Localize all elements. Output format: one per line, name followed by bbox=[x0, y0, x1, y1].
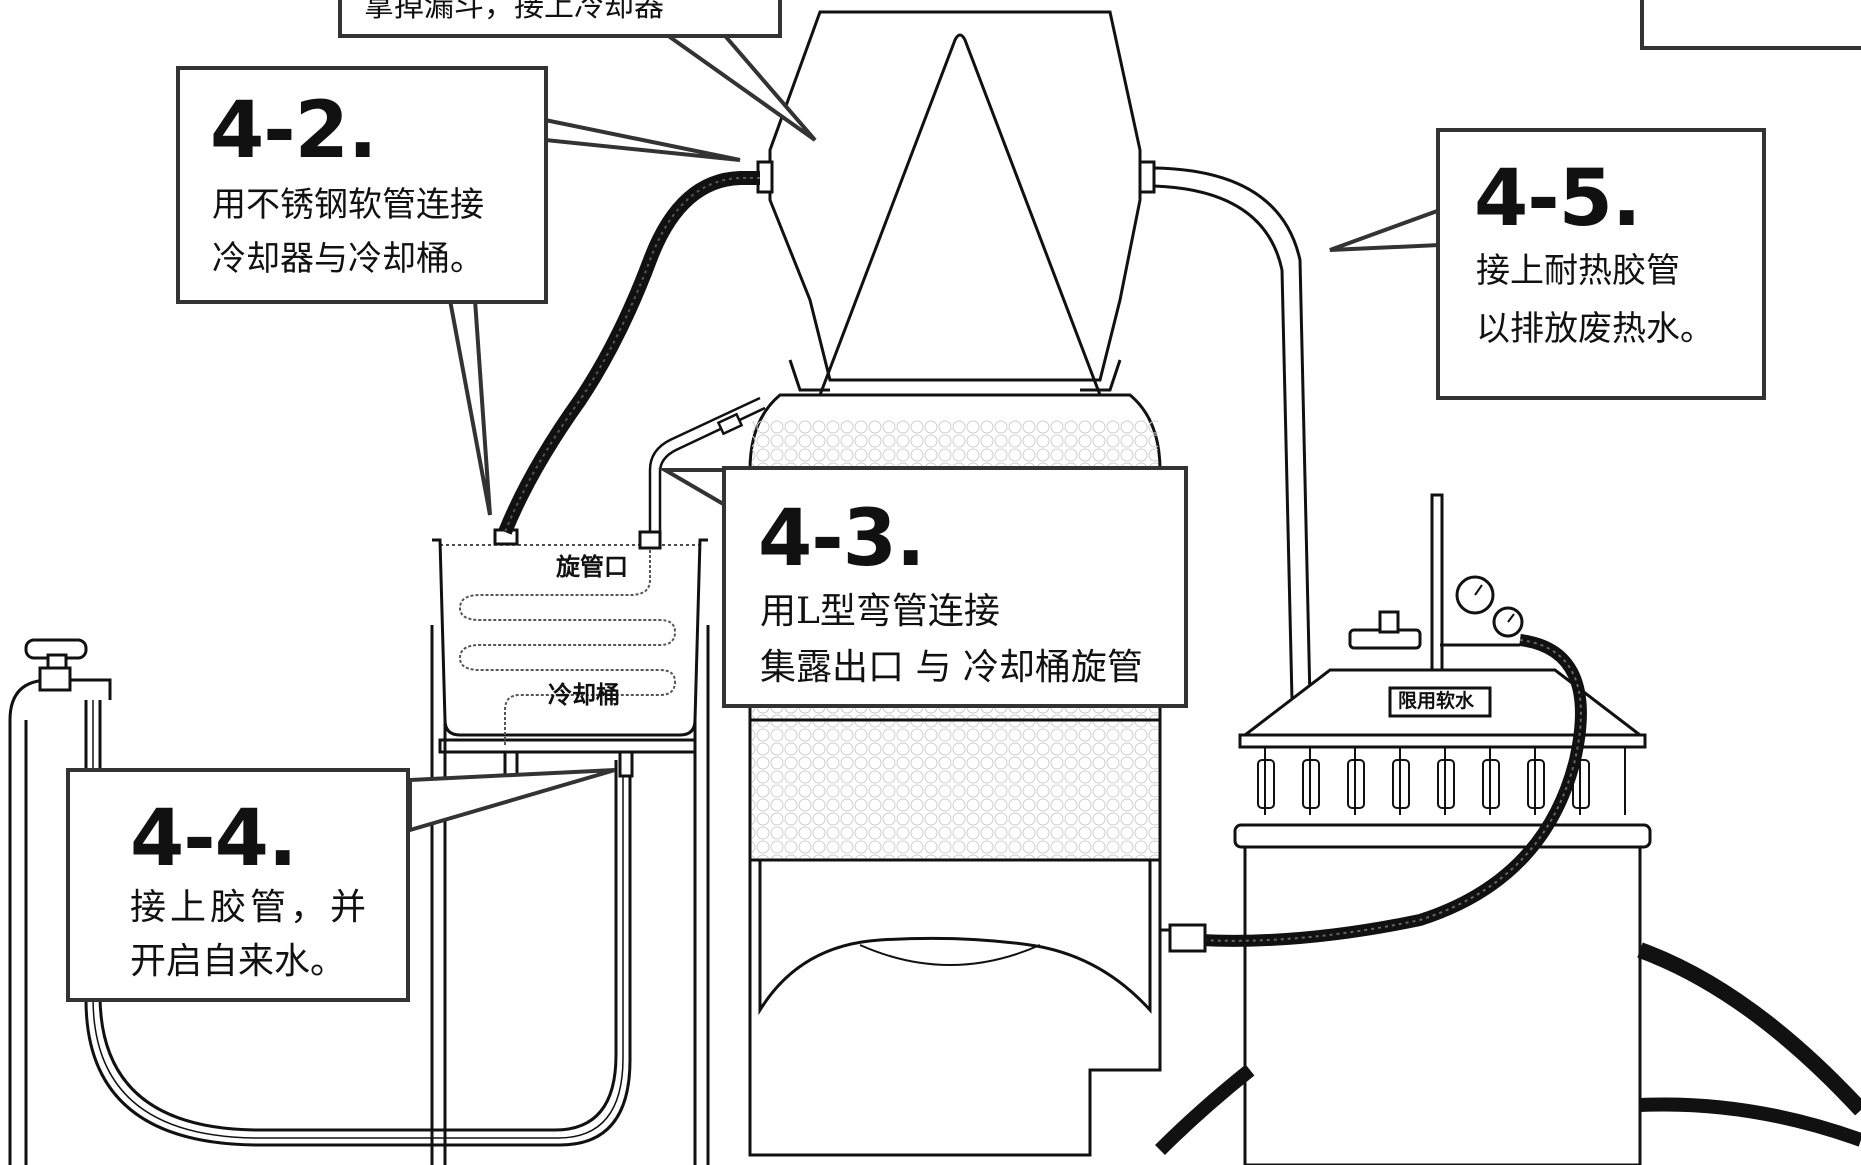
callout-step-4-1: 拿掉漏斗，接上冷却器 bbox=[338, 0, 782, 38]
step-4-4-text-line-1: 接上胶管，并 bbox=[130, 887, 371, 928]
cooling-bucket bbox=[432, 528, 708, 745]
callout-pointers bbox=[408, 28, 1442, 833]
step-4-2-text-line-2: 冷却器与冷却桶。 bbox=[212, 239, 484, 279]
step-4-3-text-line-1: 用L型弯管连接 bbox=[760, 591, 1000, 632]
step-4-1-text-line-1: 拿掉漏斗，接上冷却器 bbox=[364, 0, 664, 24]
step-4-5-text-line-1: 接上耐热胶管 bbox=[1476, 251, 1680, 291]
valve-icon[interactable] bbox=[1348, 610, 1422, 650]
stainless-hose bbox=[498, 171, 760, 535]
tap-water-hose bbox=[84, 700, 632, 1147]
callout-step-4-2: 4-2. 用不锈钢软管连接 冷却器与冷却桶。 bbox=[176, 66, 548, 304]
callout-step-4-4: 4-4. 接上胶管，并 开启自来水。 bbox=[66, 768, 410, 1002]
faucet-icon[interactable] bbox=[8, 638, 112, 1165]
heat-resistant-hose bbox=[1153, 166, 1312, 701]
coil-outlet-label: 旋管口 bbox=[556, 553, 628, 581]
l-elbow-pipe bbox=[648, 396, 766, 532]
step-4-4-text-line-2: 开启自来水。 bbox=[130, 941, 347, 982]
step-4-3-number: 4-3. bbox=[758, 494, 926, 584]
step-4-3-text-line-2: 集露出口 与 冷却桶旋管 bbox=[760, 647, 1143, 688]
soft-water-only-label: 限用软水 bbox=[1398, 690, 1475, 712]
drain-hoses bbox=[1155, 942, 1861, 1155]
callout-step-4-5: 4-5. 接上耐热胶管 以排放废热水。 bbox=[1436, 128, 1766, 400]
step-4-5-text-line-2: 以排放废热水。 bbox=[1476, 309, 1714, 349]
step-4-5-number: 4-5. bbox=[1474, 154, 1642, 244]
pressure-gauge-icon bbox=[1440, 575, 1524, 647]
steam-hose bbox=[1168, 634, 1587, 953]
step-4-2-number: 4-2. bbox=[210, 86, 378, 176]
condenser bbox=[756, 10, 1156, 396]
callout-step-4-3: 4-3. 用L型弯管连接 集露出口 与 冷却桶旋管 bbox=[722, 466, 1188, 708]
step-4-4-number: 4-4. bbox=[130, 794, 298, 884]
cooling-bucket-label: 冷却桶 bbox=[548, 681, 620, 709]
step-4-2-text-line-1: 用不锈钢软管连接 bbox=[212, 185, 484, 225]
callout-corner bbox=[1640, 0, 1861, 50]
boiler bbox=[1233, 493, 1652, 1165]
